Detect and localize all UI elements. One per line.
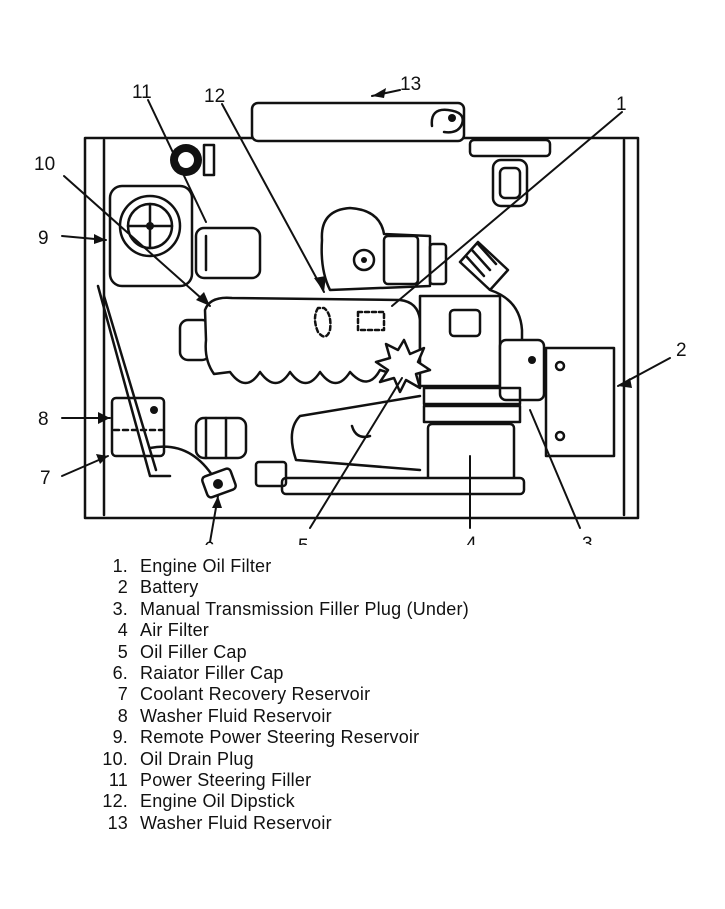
legend-number: 5 — [117, 641, 128, 662]
legend-label: Oil Filler Cap — [140, 641, 247, 662]
callout-1: 1 — [616, 94, 627, 115]
legend-number: 9. — [112, 727, 128, 748]
legend-number: 4 — [117, 620, 128, 641]
lower-left-hose — [194, 416, 248, 460]
legend-label: Washer Fluid Reservoir — [140, 705, 332, 726]
legend-label: Oil Drain Plug — [140, 748, 254, 769]
legend-number: 10. — [102, 748, 128, 769]
legend-item: 2 Battery — [88, 577, 469, 598]
callout-5: 5 — [298, 536, 309, 545]
coolant-recovery-hose — [96, 284, 172, 478]
callout-8: 8 — [38, 409, 49, 430]
radiator-filler-cap — [148, 445, 237, 499]
callout-7: 7 — [40, 468, 51, 489]
legend-item: 4 Air Filter — [88, 620, 469, 641]
callout-6: 6 — [204, 539, 215, 545]
callout-9: 9 — [38, 228, 49, 249]
legend-label: Washer Fluid Reservoir — [140, 812, 332, 833]
washer-fluid-reservoir-top — [250, 101, 466, 143]
legend-label: Raiator Filler Cap — [140, 662, 284, 683]
callout-4: 4 — [466, 534, 477, 545]
parts-legend: 1. Engine Oil Filter 2 Battery 3. Manual Tr… — [88, 556, 469, 834]
legend-number: 13 — [107, 812, 128, 833]
washer-fluid-reservoir-left — [110, 396, 166, 458]
legend-item: 6. Raiator Filler Cap — [88, 663, 469, 684]
air-filter — [290, 386, 522, 488]
legend-label: Coolant Recovery Reservoir — [140, 684, 371, 705]
legend-number: 1. — [112, 556, 128, 576]
power-steering-filler — [170, 143, 216, 177]
callout-12: 12 — [204, 86, 225, 107]
throttle-body — [320, 206, 448, 292]
callout-3: 3 — [582, 534, 593, 545]
legend-item: 10. Oil Drain Plug — [88, 749, 469, 770]
legend-item: 9. Remote Power Steering Reservoir — [88, 727, 469, 748]
engine-valve-cover — [203, 296, 422, 385]
battery — [544, 346, 616, 458]
callout-2: 2 — [676, 340, 687, 361]
callout-10: 10 — [34, 154, 55, 175]
legend-number: 6. — [112, 662, 128, 683]
legend-label: Engine Oil Dipstick — [140, 791, 295, 812]
legend-number: 12. — [102, 791, 128, 812]
arrowheads — [94, 88, 632, 508]
legend-item: 5 Oil Filler Cap — [88, 642, 469, 663]
hood-latch-bracket — [468, 138, 552, 208]
legend-number: 2 — [117, 577, 128, 598]
callout-11: 11 — [132, 82, 152, 103]
engine-compartment-diagram: 1 2 3 4 5 6 7 8 9 10 11 12 13 — [34, 74, 687, 545]
legend-item: 11 Power Steering Filler — [88, 770, 469, 791]
legend-label: Remote Power Steering Reservoir — [140, 727, 420, 748]
legend-number: 11 — [108, 769, 128, 790]
legend-item: 13 Washer Fluid Reservoir — [88, 813, 469, 834]
legend-label: Battery — [140, 577, 199, 598]
legend-item: 1. Engine Oil Filter — [88, 556, 469, 577]
legend-item: 7 Coolant Recovery Reservoir — [88, 684, 469, 705]
legend-label: Engine Oil Filter — [140, 556, 272, 576]
legend-number: 7 — [117, 684, 128, 705]
oil-filler-cap — [374, 338, 432, 394]
engine-right-assembly — [418, 294, 546, 402]
legend-number: 3. — [112, 598, 128, 619]
legend-label: Manual Transmission Filler Plug (Under) — [140, 598, 469, 619]
legend-item: 3. Manual Transmission Filler Plug (Under… — [88, 599, 469, 620]
legend-item: 8 Washer Fluid Reservoir — [88, 706, 469, 727]
lower-rail — [254, 460, 526, 496]
legend-number: 8 — [117, 705, 128, 726]
callout-13: 13 — [400, 74, 421, 95]
remote-power-steering-reservoir — [108, 184, 262, 288]
legend-label: Air Filter — [140, 620, 209, 641]
legend-label: Power Steering Filler — [140, 769, 312, 790]
legend-item: 12. Engine Oil Dipstick — [88, 791, 469, 812]
